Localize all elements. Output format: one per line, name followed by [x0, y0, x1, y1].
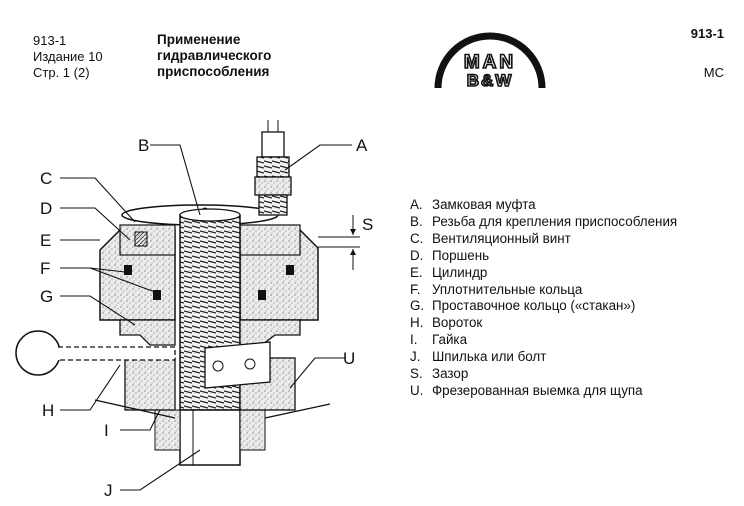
callout-u: U	[343, 349, 355, 368]
hydraulic-tool-diagram: A B C D E F G S U H I J	[15, 120, 373, 500]
legend-item: G.Проставочное кольцо («стакан»)	[410, 298, 636, 314]
callout-a: A	[356, 136, 368, 155]
legend-item: J.Шпилька или болт	[410, 349, 547, 365]
title-line-1: Применение	[157, 32, 241, 47]
page-number: Стр. 1 (2)	[33, 65, 90, 80]
legend-item: B.Резьба для крепления приспособления	[410, 213, 678, 229]
callout-j: J	[104, 481, 113, 500]
legend-item: I.Гайка	[410, 332, 468, 348]
legend-item: A.Замковая муфта	[410, 197, 536, 212]
legend-item: S.Зазор	[410, 366, 469, 382]
doc-number: 913-1	[33, 33, 67, 48]
callout-h: H	[42, 401, 54, 420]
document-info: 913-1 Издание 10 Стр. 1 (2)	[33, 33, 103, 81]
page-title: Применение гидравлического приспособлени…	[157, 32, 271, 80]
callout-i: I	[104, 421, 109, 440]
man-bw-logo: MAN B&W	[434, 32, 546, 90]
logo-text-bw: B&W	[467, 71, 514, 90]
title-line-3: приспособления	[157, 64, 270, 79]
legend-item: H.Вороток	[410, 315, 483, 331]
edition: Издание 10	[33, 49, 103, 64]
section-code: 913-1	[690, 26, 724, 41]
title-line-2: гидравлического	[157, 48, 272, 63]
callout-g: G	[40, 287, 53, 306]
logo-text-man: MAN	[464, 52, 516, 73]
legend-item: C.Вентиляционный винт	[410, 230, 571, 246]
callout-d: D	[40, 199, 52, 218]
callout-b: B	[138, 136, 149, 155]
legend-item: D.Поршень	[410, 247, 490, 263]
callout-f: F	[40, 259, 50, 278]
legend-item: E.Цилиндр	[410, 264, 488, 280]
parts-legend: A.Замковая муфта B.Резьба для крепления …	[410, 197, 677, 400]
engine-type: MC	[703, 65, 724, 80]
callout-c: C	[40, 169, 52, 188]
legend-item: F.Уплотнительные кольца	[410, 281, 583, 297]
callout-e: E	[40, 231, 51, 250]
callout-s: S	[362, 215, 373, 234]
legend-item: U.Фрезерованная выемка для щупа	[410, 382, 643, 398]
